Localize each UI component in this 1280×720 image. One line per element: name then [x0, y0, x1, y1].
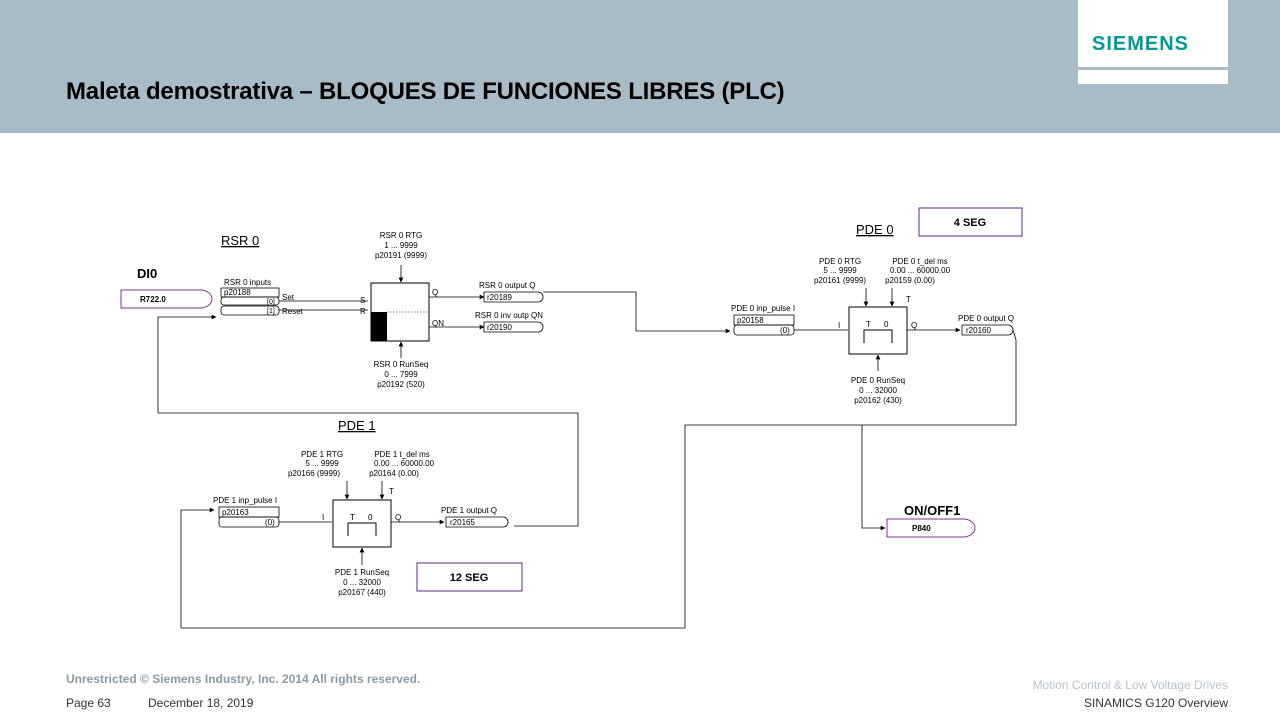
pde0-block-t: T [866, 320, 871, 329]
pde1-pulse-symbol [347, 522, 377, 536]
rsr0-runseq-3: p20192 (520) [377, 380, 425, 389]
di0-label: DI0 [137, 266, 157, 281]
r7220-connector [120, 289, 213, 309]
rsr0-block-group: RSR 0 RSR 0 inputs p20188 [0] [1] Set Re… [220, 231, 544, 389]
pde0-runseq-1: PDE 0 RunSeq [851, 376, 905, 385]
rsr0-inputs-label: RSR 0 inputs [224, 278, 271, 287]
line-pde0-to-p840 [861, 329, 1017, 531]
pde0-title: PDE 0 [856, 222, 894, 237]
pde1-t-label: T [389, 487, 394, 496]
pde1-rtg-3: p20166 (9999) [288, 469, 340, 478]
pde1-output-label: PDE 1 output Q [441, 506, 497, 515]
rsr0-runseq-1: RSR 0 RunSeq [374, 360, 429, 369]
r7220-label: R722.0 [140, 295, 166, 304]
pde1-runseq-2: 0 ... 32000 [343, 578, 381, 587]
rsr0-runseq-2: 0 ... 7999 [384, 370, 418, 379]
rsr0-idx0: [0] [267, 299, 275, 306]
rsr0-qn-label: QN [432, 319, 444, 328]
rsr0-block-fill [371, 312, 387, 341]
pde0-tdel-1: PDE 0 t_del ms [892, 257, 948, 266]
pde1-tdel-2: 0.00 ... 60000.00 [374, 459, 435, 468]
pde0-runseq-2: 0 ... 32000 [859, 386, 897, 395]
feedback-line-pde1-to-rsr0 [157, 314, 579, 527]
pde0-tdel-2: 0.00 ... 60000.00 [890, 266, 951, 275]
rsr0-output-q-box [483, 291, 544, 303]
pde0-inp-default: (0) [780, 326, 790, 335]
rsr0-output-q-param: r20189 [487, 293, 512, 302]
logo-divider [1078, 67, 1228, 70]
pde1-inp-param: p20163 [222, 508, 249, 517]
footer-product: SINAMICS G120 Overview [1083, 696, 1228, 710]
rsr0-set-label: Set [282, 293, 295, 302]
rsr0-inv-q-label: RSR 0 inv outp QN [475, 311, 543, 320]
footer-copyright: Unrestricted © Siemens Industry, Inc. 20… [66, 672, 421, 686]
pde1-tdel-1: PDE 1 t_del ms [374, 450, 430, 459]
pde1-inp-default: (0) [265, 518, 275, 527]
rsr0-inv-q-box [483, 321, 544, 333]
rsr0-output-q-label: RSR 0 output Q [479, 281, 535, 290]
rsr0-inputs-param: p20188 [224, 288, 251, 297]
pde0-pulse-symbol [863, 329, 893, 343]
pde1-block-0: 0 [368, 513, 373, 522]
seg4-label: 4 SEG [954, 217, 986, 229]
pde0-q-label: Q [911, 321, 917, 330]
rsr0-rtg-3: p20191 (9999) [375, 251, 427, 260]
seg4-box [918, 207, 1023, 237]
rsr0-title: RSR 0 [221, 233, 259, 248]
p840-label: P840 [912, 524, 931, 533]
pde0-block-group: PDE 0 PDE 0 RTG 5 ... 9999 p20161 (9999)… [731, 222, 1014, 405]
pde0-t-label: T [906, 295, 911, 304]
pde1-rtg-2: 5 ... 9999 [305, 459, 339, 468]
rsr0-s-label: S [360, 296, 365, 305]
pde1-output-param: r20165 [450, 518, 475, 527]
pde1-i-label: I [322, 513, 324, 522]
pde0-output-param: r20160 [966, 326, 991, 335]
pde0-runseq-3: p20162 (430) [854, 396, 902, 405]
pde0-inp-label: PDE 0 inp_pulse I [731, 304, 795, 313]
footer-division: Motion Control & Low Voltage Drives [1032, 678, 1228, 692]
pde0-i-label: I [838, 321, 840, 330]
rsr0-rtg-1: RSR 0 RTG [380, 231, 423, 240]
pde1-tdel-3: p20164 (0.00) [369, 469, 419, 478]
rsr0-inv-q-param: r20190 [487, 323, 512, 332]
p840-connector [886, 518, 976, 538]
rsr0-q-label: Q [432, 288, 438, 297]
pde1-runseq-3: p20167 (440) [338, 588, 386, 597]
pde0-rtg-1: PDE 0 RTG [819, 257, 861, 266]
seg12-label: 12 SEG [450, 572, 489, 584]
pde0-rtg-3: p20161 (9999) [814, 276, 866, 285]
line-rsr0-to-pde0 [543, 291, 731, 334]
line-pde0-to-pde1 [180, 424, 862, 629]
pde1-block-t: T [350, 513, 355, 522]
rsr0-input-1-box [220, 305, 280, 316]
pde1-inp-label: PDE 1 inp_pulse I [213, 496, 277, 505]
rsr0-reset-label: Reset [282, 307, 304, 316]
pde1-runseq-1: PDE 1 RunSeq [335, 568, 389, 577]
page-title: Maleta demostrativa – BLOQUES DE FUNCION… [66, 78, 785, 105]
pde0-block-0: 0 [884, 320, 889, 329]
on-off1-label: ON/OFF1 [904, 503, 960, 518]
logo-box [1078, 0, 1228, 84]
pde1-q-label: Q [395, 513, 401, 522]
footer-date: December 18, 2019 [148, 696, 254, 710]
pde1-title: PDE 1 [338, 418, 376, 433]
pde0-inp-param: p20158 [737, 316, 764, 325]
pde1-rtg-1: PDE 1 RTG [301, 450, 343, 459]
header-bar [0, 0, 1280, 133]
pde0-output-label: PDE 0 output Q [958, 314, 1014, 323]
seg12-box [416, 562, 523, 592]
pde1-output-box [445, 516, 509, 528]
pde1-block-group: PDE 1 PDE 1 RTG 5 ... 9999 p20166 (9999)… [213, 418, 509, 597]
rsr0-idx1: [1] [267, 308, 275, 315]
pde0-rtg-2: 5 ... 9999 [823, 266, 857, 275]
footer-page-number: Page 63 [66, 696, 111, 710]
siemens-logo: SIEMENS [1092, 33, 1190, 55]
pde0-tdel-3: p20159 (0.00) [885, 276, 935, 285]
rsr0-r-label: R [360, 307, 366, 316]
rsr0-rtg-2: 1 ... 9999 [384, 241, 418, 250]
